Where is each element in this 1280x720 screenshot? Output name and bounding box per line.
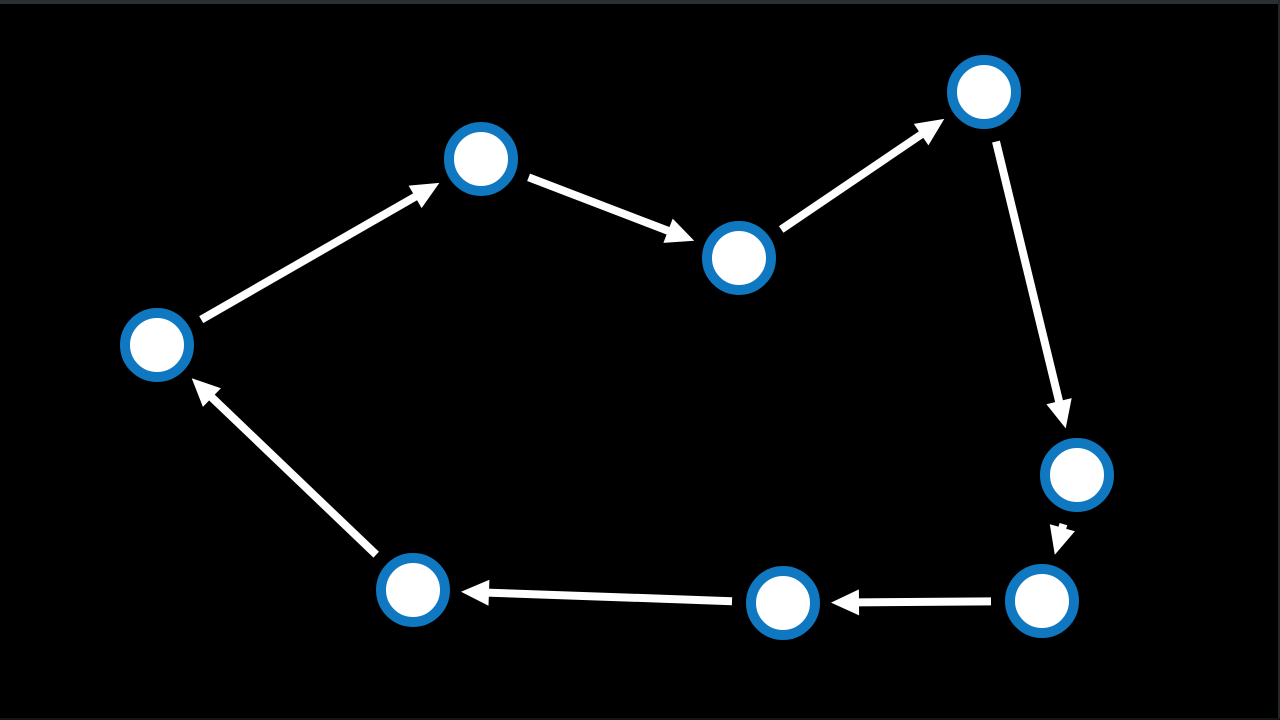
edge-shaft bbox=[778, 130, 925, 233]
graph-node-n5 bbox=[1040, 438, 1114, 512]
edge-shaft bbox=[527, 173, 672, 236]
graph-edge-n6-n7 bbox=[831, 589, 992, 616]
graph-node-n4 bbox=[947, 55, 1021, 129]
screen-edge-bottom bbox=[0, 718, 1280, 720]
arrowhead-icon bbox=[831, 589, 860, 616]
graph-node-n6 bbox=[1005, 564, 1079, 638]
edge-shaft bbox=[486, 588, 733, 606]
graph-node-n3 bbox=[702, 221, 776, 295]
arrowhead-icon bbox=[1046, 398, 1072, 429]
graph-edge-n1-n2 bbox=[199, 182, 440, 324]
graph-node-n2 bbox=[444, 122, 518, 196]
arrowhead-icon bbox=[1049, 524, 1075, 555]
graph-edge-n5-n6 bbox=[1049, 523, 1075, 555]
arrowhead-icon bbox=[663, 218, 695, 243]
graph-edge-n2-n3 bbox=[527, 173, 695, 243]
graph-node-n1 bbox=[120, 308, 194, 382]
graph-edge-n8-n1 bbox=[191, 378, 379, 558]
screen-edge-right bbox=[1278, 0, 1280, 720]
arrowhead-icon bbox=[191, 378, 221, 407]
screen-edge-top bbox=[0, 0, 1280, 4]
graph-edge-n3-n4 bbox=[778, 118, 945, 233]
edge-shaft bbox=[856, 597, 992, 607]
graph-edge-n7-n8 bbox=[461, 579, 733, 606]
arrowhead-icon bbox=[408, 182, 440, 209]
edge-shaft bbox=[199, 192, 419, 324]
arrowhead-icon bbox=[913, 118, 945, 146]
graph-node-n7 bbox=[746, 566, 820, 640]
edge-shaft bbox=[207, 393, 379, 558]
edge-shaft bbox=[992, 140, 1064, 405]
graph-node-n8 bbox=[376, 553, 450, 627]
graph-edge-n4-n5 bbox=[992, 140, 1072, 429]
arrowhead-icon bbox=[461, 579, 490, 606]
